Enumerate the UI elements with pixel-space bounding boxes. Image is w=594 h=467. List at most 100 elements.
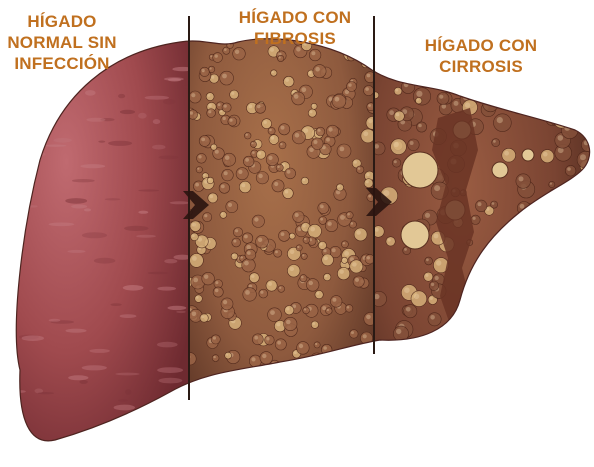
nodule-highlight	[304, 238, 306, 240]
nodule	[314, 342, 320, 348]
nodule-highlight	[344, 251, 349, 256]
nodule	[529, 79, 541, 91]
nodule-highlight	[310, 227, 315, 232]
nodule-highlight	[340, 215, 345, 220]
nodule	[249, 273, 259, 283]
nodule-highlight	[434, 185, 440, 191]
nodule-highlight	[215, 289, 219, 293]
nodule	[391, 139, 407, 155]
nodule-highlight	[197, 168, 199, 170]
nodule-highlight	[493, 140, 496, 143]
nodule	[225, 352, 232, 359]
tissue-streak	[164, 77, 184, 81]
nodule-highlight	[246, 134, 248, 136]
nodule	[350, 330, 359, 339]
tissue-streak	[80, 164, 105, 168]
nodule	[197, 153, 207, 163]
nodule-highlight	[260, 291, 263, 294]
nodule-highlight	[292, 361, 294, 363]
nodule	[252, 334, 263, 345]
nodule-highlight	[294, 94, 299, 99]
nodule-highlight	[247, 251, 251, 255]
nodule	[220, 71, 234, 85]
nodule	[196, 167, 202, 173]
tissue-streak	[72, 179, 95, 182]
nodule-highlight	[241, 256, 243, 258]
nodule-highlight	[281, 232, 285, 236]
nodule-highlight	[290, 267, 294, 271]
nodule	[516, 174, 531, 189]
nodule-highlight	[268, 282, 272, 286]
nodule-highlight	[245, 158, 249, 162]
nodule-highlight	[458, 308, 463, 313]
nodule-highlight	[485, 346, 491, 352]
nodule-highlight	[322, 306, 326, 310]
nodule	[332, 94, 346, 108]
tissue-streak	[157, 367, 183, 373]
nodule	[289, 233, 295, 239]
nodule	[337, 267, 349, 279]
nodule-highlight	[414, 294, 420, 300]
nodule-highlight	[555, 85, 561, 91]
nodule-highlight	[393, 47, 399, 53]
nodule-highlight	[347, 213, 350, 216]
nodule	[481, 271, 487, 277]
nodule	[475, 200, 487, 212]
nodule-highlight	[551, 80, 555, 84]
tissue-streak	[164, 259, 177, 263]
nodule-highlight	[404, 248, 407, 251]
nodule	[190, 221, 201, 232]
nodule	[557, 332, 564, 339]
nodule-highlight	[550, 261, 554, 265]
nodule-highlight	[378, 62, 383, 67]
large-nodule	[492, 162, 508, 178]
nodule-highlight	[299, 344, 303, 348]
nodule	[585, 194, 594, 203]
nodule	[202, 272, 215, 285]
nodule	[252, 215, 264, 227]
nodule	[465, 286, 481, 302]
nodule	[557, 335, 570, 348]
nodule-highlight	[368, 119, 372, 123]
nodule	[386, 237, 395, 246]
nodule-highlight	[190, 111, 193, 114]
nodule-highlight	[396, 60, 402, 66]
nodule	[195, 295, 203, 303]
nodule-highlight	[351, 222, 354, 225]
nodule	[353, 276, 364, 287]
nodule	[336, 184, 343, 191]
nodule-highlight	[363, 131, 368, 136]
nodule-highlight	[266, 337, 269, 340]
nodule-highlight	[208, 110, 211, 113]
nodule	[587, 302, 594, 309]
tissue-streak	[138, 189, 159, 191]
nodule	[291, 360, 298, 367]
nodule-highlight	[589, 318, 591, 320]
nodule-highlight	[475, 308, 480, 313]
nodule-highlight	[442, 104, 447, 109]
nodule-highlight	[251, 275, 254, 278]
nodule-highlight	[367, 74, 371, 78]
nodule-highlight	[210, 55, 212, 57]
nodule	[389, 344, 402, 357]
nodule	[199, 136, 210, 147]
nodule-highlight	[570, 68, 575, 73]
nodule-highlight	[252, 151, 255, 154]
nodule	[285, 306, 294, 315]
nodule-highlight	[426, 258, 429, 261]
nodule-highlight	[467, 87, 473, 93]
nodule-highlight	[393, 142, 399, 148]
nodule	[573, 210, 591, 228]
nodule-highlight	[458, 353, 462, 357]
nodule	[461, 313, 474, 326]
large-nodule	[402, 152, 438, 188]
nodule	[243, 156, 254, 167]
nodule-highlight	[515, 107, 518, 110]
nodule	[347, 53, 355, 61]
nodule-highlight	[533, 318, 537, 322]
tissue-streak	[120, 110, 135, 114]
nodule-highlight	[425, 213, 430, 218]
nodule	[309, 49, 321, 61]
nodule-highlight	[549, 62, 552, 65]
nodule-highlight	[325, 275, 328, 278]
